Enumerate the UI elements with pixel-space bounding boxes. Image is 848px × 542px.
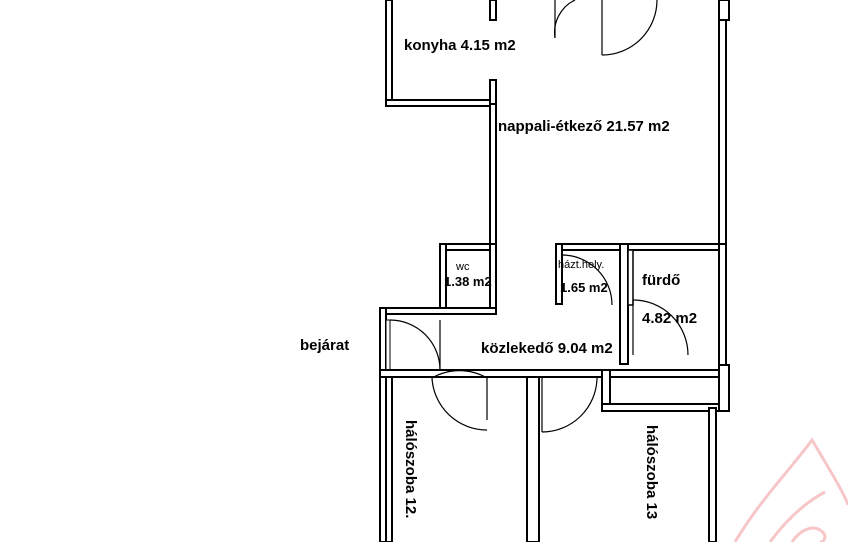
label-haztart-area: 1.65 m2 xyxy=(560,280,608,295)
label-wc-area: 1.38 m2 xyxy=(444,274,492,289)
bath-block xyxy=(555,243,727,373)
watermark-logo xyxy=(733,437,848,542)
label-furdo-name: fürdő xyxy=(642,272,680,289)
label-haloszoba-right: hálószoba 13 xyxy=(643,425,660,519)
label-haloszoba-left: hálószoba 12. xyxy=(402,420,419,518)
label-bejarat: bejárat xyxy=(300,337,349,354)
label-konyha: konyha 4.15 m2 xyxy=(404,37,516,54)
label-wc-name: wc xyxy=(455,261,470,273)
kitchen-doors xyxy=(553,0,658,56)
room-labels: konyha 4.15 m2 nappali-étkező 21.57 m2 w… xyxy=(300,37,697,519)
bedroom-walls xyxy=(379,364,730,542)
corridor-doors xyxy=(389,254,689,433)
label-haztart-name: házt.hely. xyxy=(558,259,604,271)
label-furdo-area: 4.82 m2 xyxy=(642,310,697,327)
living-walls xyxy=(718,0,730,256)
label-kozlekedo: közlekedő 9.04 m2 xyxy=(481,340,613,357)
kitchen-walls xyxy=(385,0,497,255)
label-nappali: nappali-étkező 21.57 m2 xyxy=(498,118,670,135)
